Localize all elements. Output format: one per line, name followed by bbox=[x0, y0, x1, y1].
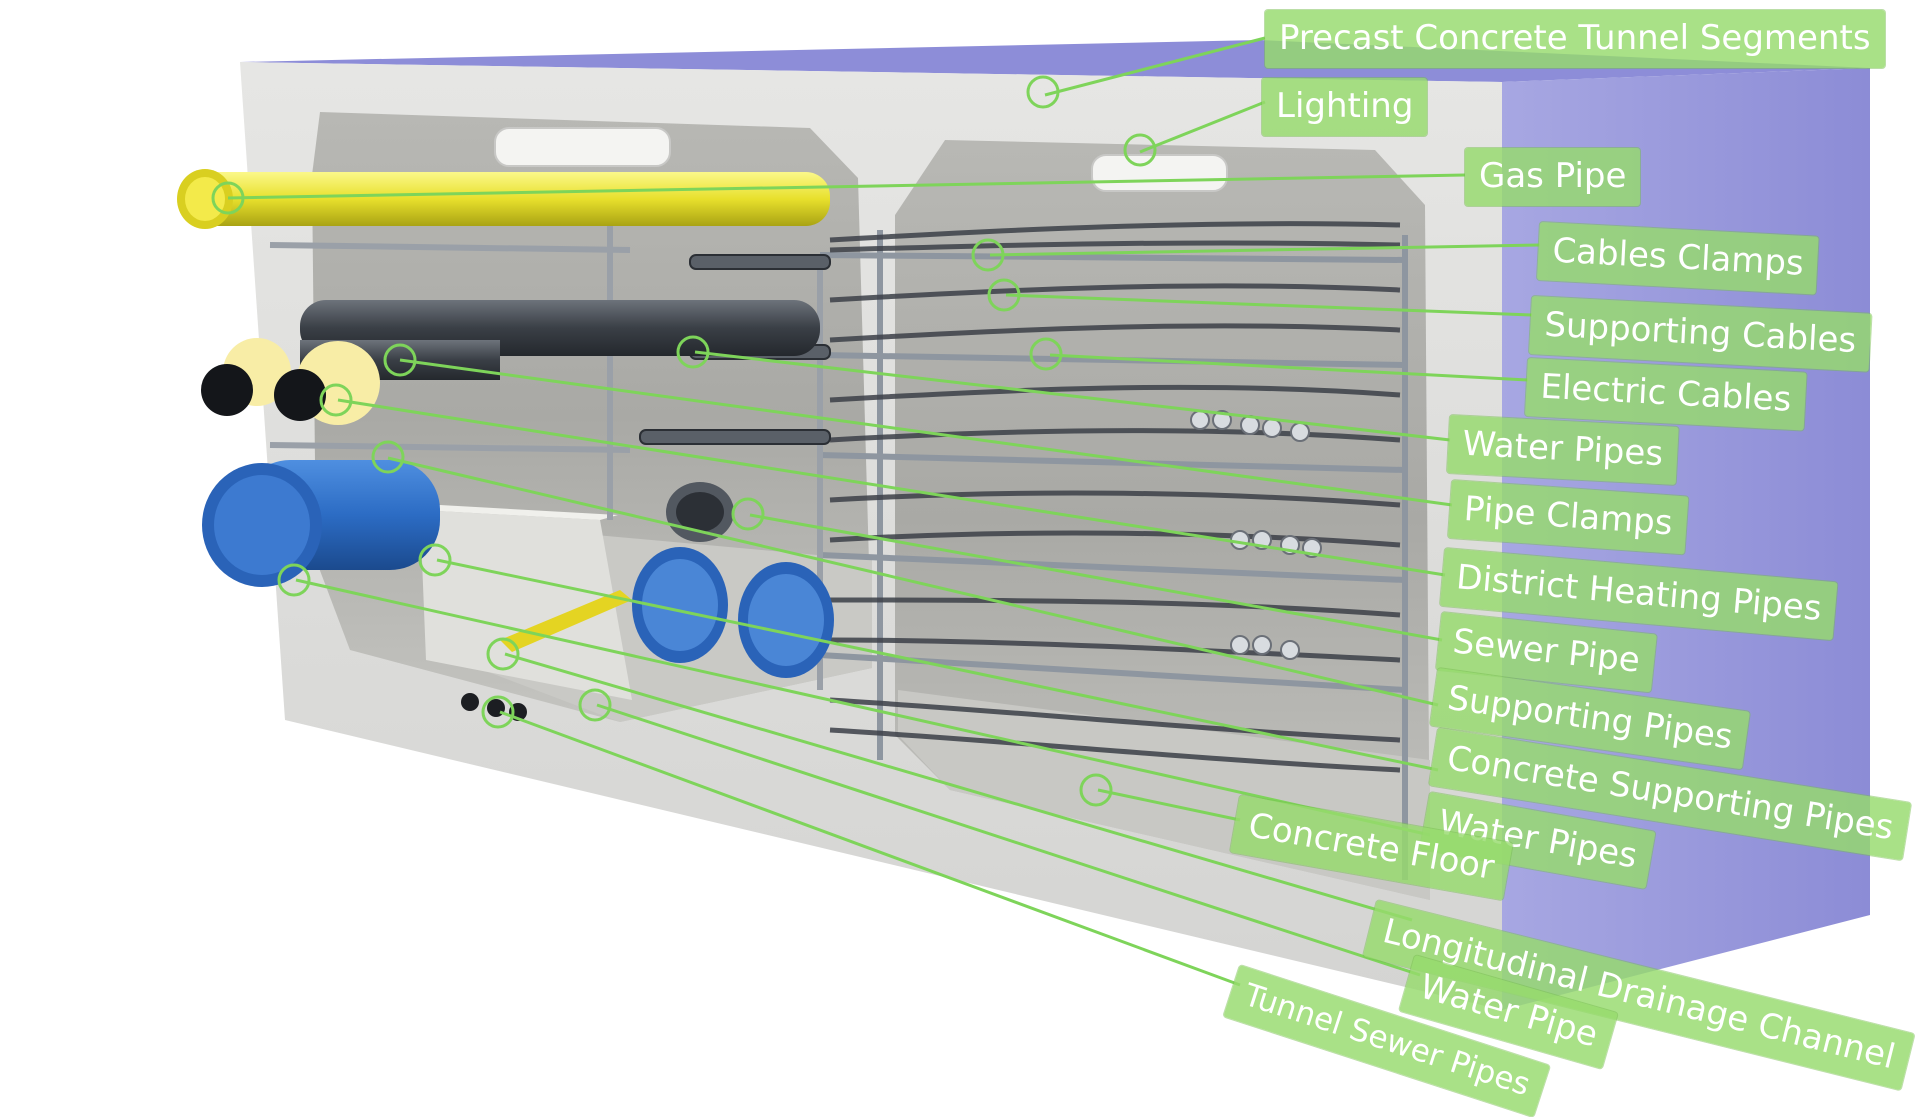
light-fixture-left bbox=[494, 127, 671, 167]
callout-lines bbox=[211, 36, 1541, 987]
light-fixture-right bbox=[1091, 154, 1228, 192]
tunnel-illustration bbox=[177, 36, 1870, 1010]
gas-pipe bbox=[177, 169, 830, 229]
label-water-pipes-upper: Water Pipes bbox=[1446, 415, 1679, 485]
concrete-support-block bbox=[420, 510, 632, 700]
small-blue-pipes bbox=[632, 547, 834, 678]
blue-water-pipe bbox=[202, 460, 440, 587]
tunnel-diagram: Precast Concrete Tunnel Segments Lightin… bbox=[177, 10, 1915, 1117]
electric-cables bbox=[829, 221, 1401, 773]
sewer-pipe-shape bbox=[666, 482, 734, 542]
label-gas-pipe: Gas Pipe bbox=[1465, 148, 1641, 206]
label-lighting: Lighting bbox=[1262, 78, 1428, 136]
drainage-strip bbox=[500, 590, 632, 652]
label-precast-concrete-tunnel-segments: Precast Concrete Tunnel Segments bbox=[1265, 10, 1885, 68]
